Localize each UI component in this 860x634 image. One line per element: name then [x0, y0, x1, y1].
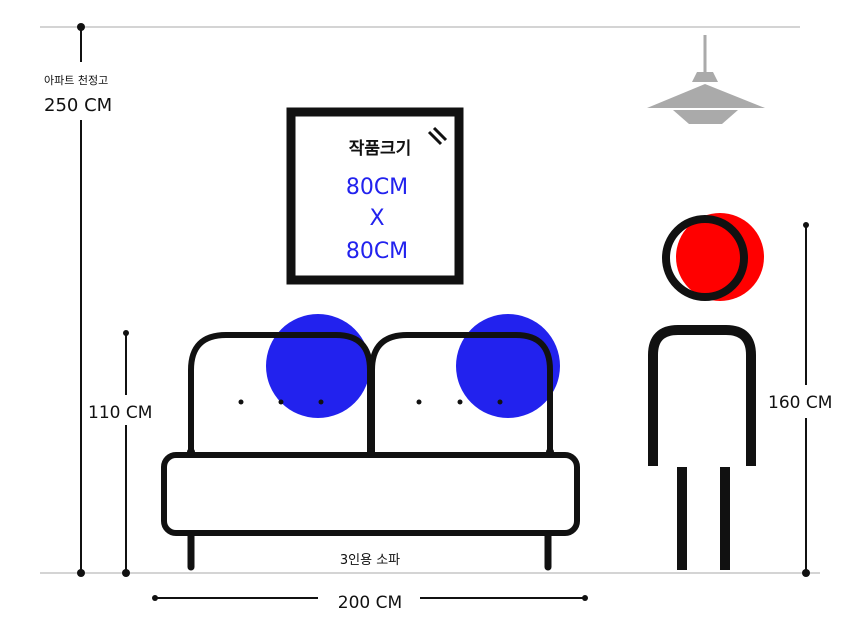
- artwork-times: X: [369, 206, 384, 231]
- artwork-frame: 작품크기 80CM X 80CM: [286, 107, 464, 285]
- person-figure: [648, 213, 764, 570]
- sofa-height-dimension: 110 CM: [88, 330, 152, 577]
- person-height-label: 160 CM: [768, 393, 832, 413]
- artwork-height: 80CM: [346, 239, 408, 264]
- sofa: 3인용 소파: [161, 314, 580, 571]
- ceiling-caption: 아파트 천정고: [44, 73, 108, 87]
- sofa-height-label: 110 CM: [88, 403, 152, 423]
- pendant-lamp-icon: [647, 35, 765, 124]
- hanger-icon: [427, 126, 448, 146]
- sofa-name: 3인용 소파: [340, 553, 400, 568]
- cushion-left: [266, 314, 370, 418]
- head: [662, 215, 748, 301]
- artwork-width: 80CM: [346, 175, 408, 200]
- ceiling-dimension: 아파트 천정고 250 CM: [44, 23, 112, 577]
- artwork-title: 작품크기: [349, 139, 412, 159]
- person-height-dimension: 160 CM: [768, 222, 832, 577]
- sofa-width-label: 200 CM: [338, 593, 402, 613]
- cushion-right: [456, 314, 560, 418]
- ceiling-height-label: 250 CM: [44, 95, 112, 116]
- sofa-width-dimension: 200 CM: [152, 593, 588, 613]
